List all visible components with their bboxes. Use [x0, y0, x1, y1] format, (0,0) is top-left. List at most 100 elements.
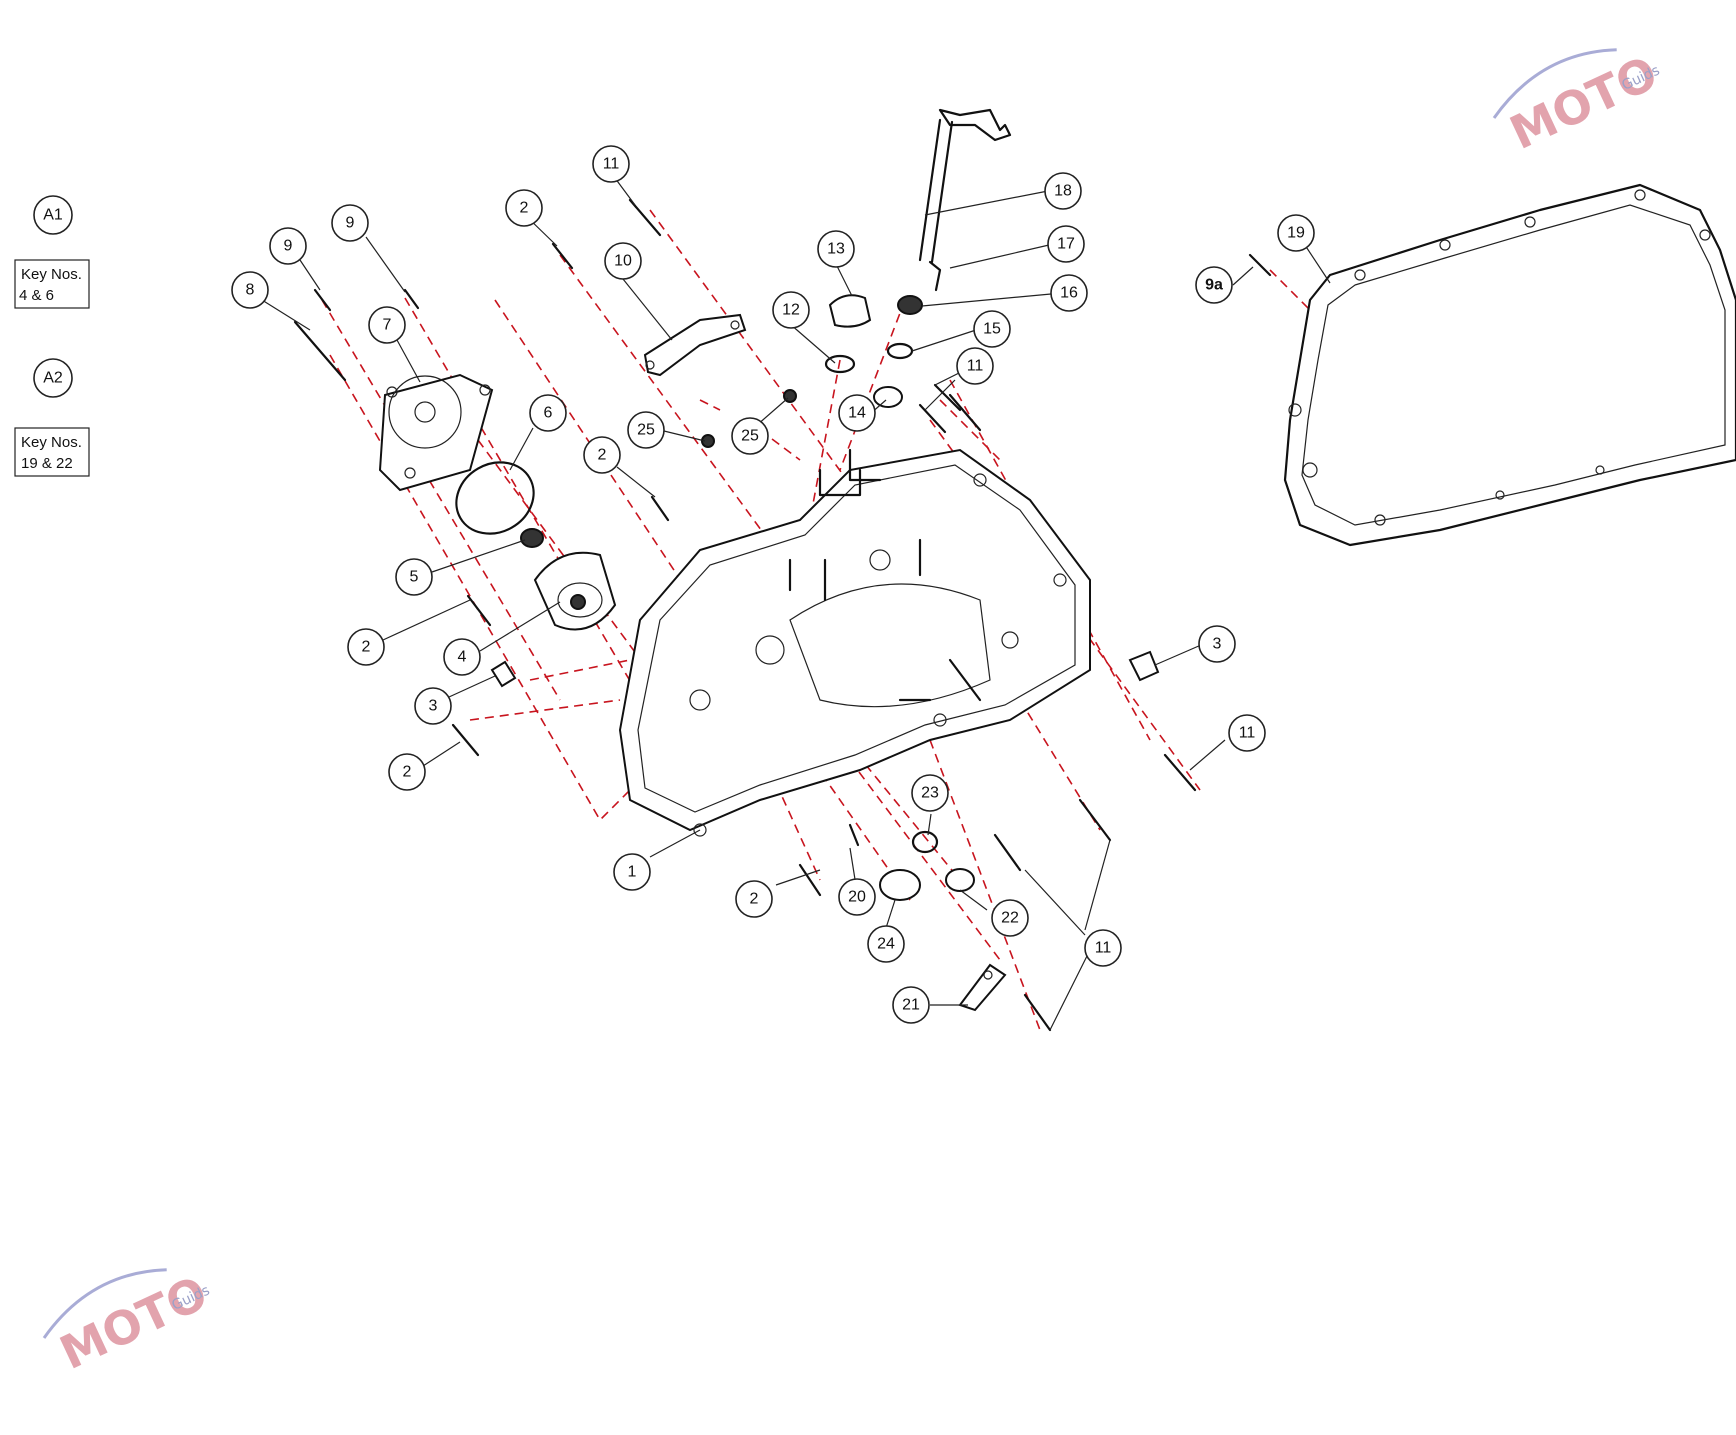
callout-2: 2 — [583, 436, 621, 474]
callout-17: 17 — [1047, 225, 1085, 263]
svg-text:24: 24 — [877, 936, 895, 953]
svg-text:25: 25 — [637, 422, 655, 439]
svg-text:16: 16 — [1060, 285, 1078, 302]
o-ring-12 — [824, 354, 856, 374]
callout-2: 2 — [347, 628, 385, 666]
svg-text:11: 11 — [967, 358, 984, 375]
callout-13: 13 — [817, 230, 855, 268]
callout-19: 19 — [1277, 214, 1315, 252]
svg-text:19: 19 — [1287, 225, 1305, 242]
svg-text:3: 3 — [429, 698, 438, 715]
legend-code-a1: A1 — [33, 195, 73, 235]
svg-text:19 & 22: 19 & 22 — [21, 455, 73, 472]
svg-text:25: 25 — [741, 428, 759, 445]
svg-text:17: 17 — [1057, 236, 1075, 253]
svg-text:7: 7 — [383, 317, 392, 334]
callout-11: 11 — [1228, 714, 1266, 752]
callout-1: 1 — [613, 853, 651, 891]
callout-21: 21 — [892, 986, 930, 1024]
nuts-25 — [701, 389, 797, 448]
svg-text:MOTO: MOTO — [1502, 45, 1666, 160]
dowel-3-left — [490, 660, 517, 688]
svg-text:2: 2 — [403, 764, 412, 781]
callout-25: 25 — [627, 411, 665, 449]
callout-18: 18 — [1044, 172, 1082, 210]
svg-text:Key Nos.: Key Nos. — [21, 434, 82, 451]
callout-15: 15 — [973, 310, 1011, 348]
svg-text:15: 15 — [983, 321, 1001, 338]
cover-gasket — [1283, 183, 1736, 547]
svg-text:21: 21 — [902, 997, 920, 1014]
watermark-bottom-left: MOTO Guids — [42, 1265, 216, 1380]
legend-note-a2: Key Nos. 19 & 22 — [14, 427, 90, 477]
svg-text:13: 13 — [827, 241, 845, 258]
shift-shaft — [918, 108, 1012, 264]
seal-5 — [520, 528, 544, 548]
callout-7: 7 — [368, 306, 406, 344]
svg-text:2: 2 — [362, 639, 371, 656]
svg-text:2: 2 — [750, 891, 759, 908]
callout-25: 25 — [731, 417, 769, 455]
svg-text:12: 12 — [782, 302, 800, 319]
callout-5: 5 — [395, 558, 433, 596]
callout-6: 6 — [529, 394, 567, 432]
callout-9a: 9a — [1195, 266, 1233, 304]
svg-text:22: 22 — [1001, 910, 1019, 927]
svg-text:11: 11 — [1095, 940, 1112, 957]
svg-text:9: 9 — [284, 238, 293, 255]
plug-14 — [873, 386, 903, 408]
callout-2: 2 — [505, 189, 543, 227]
svg-text:11: 11 — [1239, 725, 1256, 742]
bracket-21 — [958, 963, 1007, 1012]
callout-23: 23 — [911, 774, 949, 812]
seal-16 — [897, 295, 923, 315]
svg-text:2: 2 — [598, 447, 607, 464]
svg-text:23: 23 — [921, 785, 939, 802]
bracket-10 — [643, 313, 747, 377]
svg-text:1: 1 — [628, 864, 637, 881]
washer-15 — [886, 342, 914, 360]
callout-22: 22 — [991, 899, 1029, 937]
svg-text:9: 9 — [346, 215, 355, 232]
svg-text:8: 8 — [246, 282, 255, 299]
watermark-top-right: MOTO Guids — [1492, 45, 1666, 160]
oil-filler-cap — [828, 294, 872, 328]
svg-text:4 & 6: 4 & 6 — [19, 287, 54, 304]
callout-11: 11 — [956, 347, 994, 385]
callout-2: 2 — [735, 880, 773, 918]
svg-text:MOTO: MOTO — [52, 1265, 216, 1380]
o-ring-23 — [911, 830, 939, 854]
svg-text:A2: A2 — [43, 370, 63, 387]
crankcase-cover — [618, 448, 1091, 837]
plug-24 — [879, 869, 921, 901]
o-ring-6 — [455, 461, 535, 535]
svg-text:4: 4 — [458, 649, 467, 666]
callout-11: 11 — [592, 145, 630, 183]
svg-text:10: 10 — [614, 253, 632, 270]
callout-12: 12 — [772, 291, 810, 329]
svg-text:18: 18 — [1054, 183, 1072, 200]
svg-text:2: 2 — [520, 200, 529, 217]
legend-code-a2: A2 — [33, 358, 73, 398]
dowel-3-right — [1128, 650, 1160, 682]
callout-8: 8 — [231, 271, 269, 309]
callout-9: 9 — [331, 204, 369, 242]
svg-text:11: 11 — [603, 156, 620, 173]
svg-text:3: 3 — [1213, 636, 1222, 653]
callout-3: 3 — [1198, 625, 1236, 663]
callout-16: 16 — [1050, 274, 1088, 312]
callout-11: 11 — [1084, 929, 1122, 967]
bolts — [293, 198, 1272, 1032]
svg-text:9a: 9a — [1205, 277, 1223, 294]
svg-text:Key Nos.: Key Nos. — [21, 266, 82, 283]
legend-note-a1: Key Nos. 4 & 6 — [14, 259, 90, 309]
svg-text:20: 20 — [848, 889, 866, 906]
svg-text:5: 5 — [410, 569, 419, 586]
pump-rotor-4 — [533, 551, 617, 631]
callout-14: 14 — [838, 394, 876, 432]
callout-9: 9 — [269, 227, 307, 265]
bolt-17 — [928, 260, 942, 292]
seal-22 — [945, 868, 975, 892]
callout-3: 3 — [414, 687, 452, 725]
